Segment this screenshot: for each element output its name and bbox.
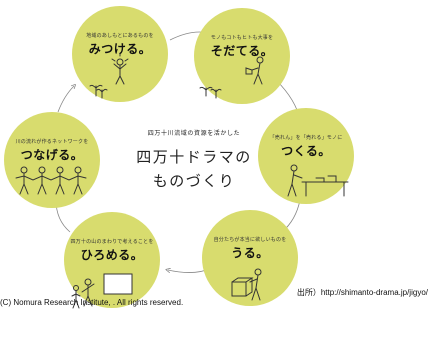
node-subtitle: 地域のあしもとにあるものを	[86, 33, 154, 39]
person-working-at-table-icon	[287, 164, 349, 197]
node-verb: うる。	[231, 246, 269, 260]
node-uru: 自分たちが本当に欲しいものを うる。	[202, 210, 298, 306]
node-subtitle: 自分たちが本当に欲しいものを	[213, 237, 287, 243]
person-watering-plants-icon	[199, 56, 264, 99]
center-title-line1: 四万十ドラマの	[136, 148, 252, 166]
copyright-notice: (C) Nomura Research Institute, . All rig…	[0, 298, 184, 307]
node-subtitle: 「売れん」を「売れる」モノに	[269, 135, 343, 141]
node-verb: つなげる。	[20, 148, 84, 162]
people-with-board-icon	[71, 273, 133, 309]
node-subtitle: 川の流れが作るネットワークを	[15, 139, 89, 145]
node-mitsukeru: 地域のあしもとにあるものを みつける。	[72, 6, 168, 102]
node-subtitle: 四万十の山のまわりで考えることを	[70, 239, 154, 245]
node-verb: そだてる。	[210, 44, 274, 58]
node-verb: みつける。	[88, 42, 152, 56]
node-sodateru: モノもコトもヒトも大事を そだてる。	[194, 8, 290, 104]
center-title-line2: ものづくり	[152, 172, 236, 190]
node-tsunageru: 川の流れが作るネットワークを つなげる。	[4, 112, 100, 208]
person-with-sprouts-icon	[89, 53, 129, 99]
node-tsukuru: 「売れん」を「売れる」モノに つくる。	[258, 108, 354, 204]
person-carrying-box-icon	[231, 268, 262, 301]
source-citation: 出所）http://shimanto-drama.jp/jigyo/	[296, 288, 428, 297]
arrow-tsunageru-mitsukeru	[57, 86, 74, 113]
node-verb: つくる。	[281, 144, 331, 158]
node-hiromeru: 四万十の山のまわりで考えることを ひろめる。	[64, 212, 160, 309]
center-subtitle: 四万十川流域の資源を活かした	[147, 130, 241, 137]
node-subtitle: モノもコトもヒトも大事を	[210, 35, 274, 41]
people-holding-hands-icon	[15, 166, 87, 195]
node-verb: ひろめる。	[80, 248, 144, 262]
